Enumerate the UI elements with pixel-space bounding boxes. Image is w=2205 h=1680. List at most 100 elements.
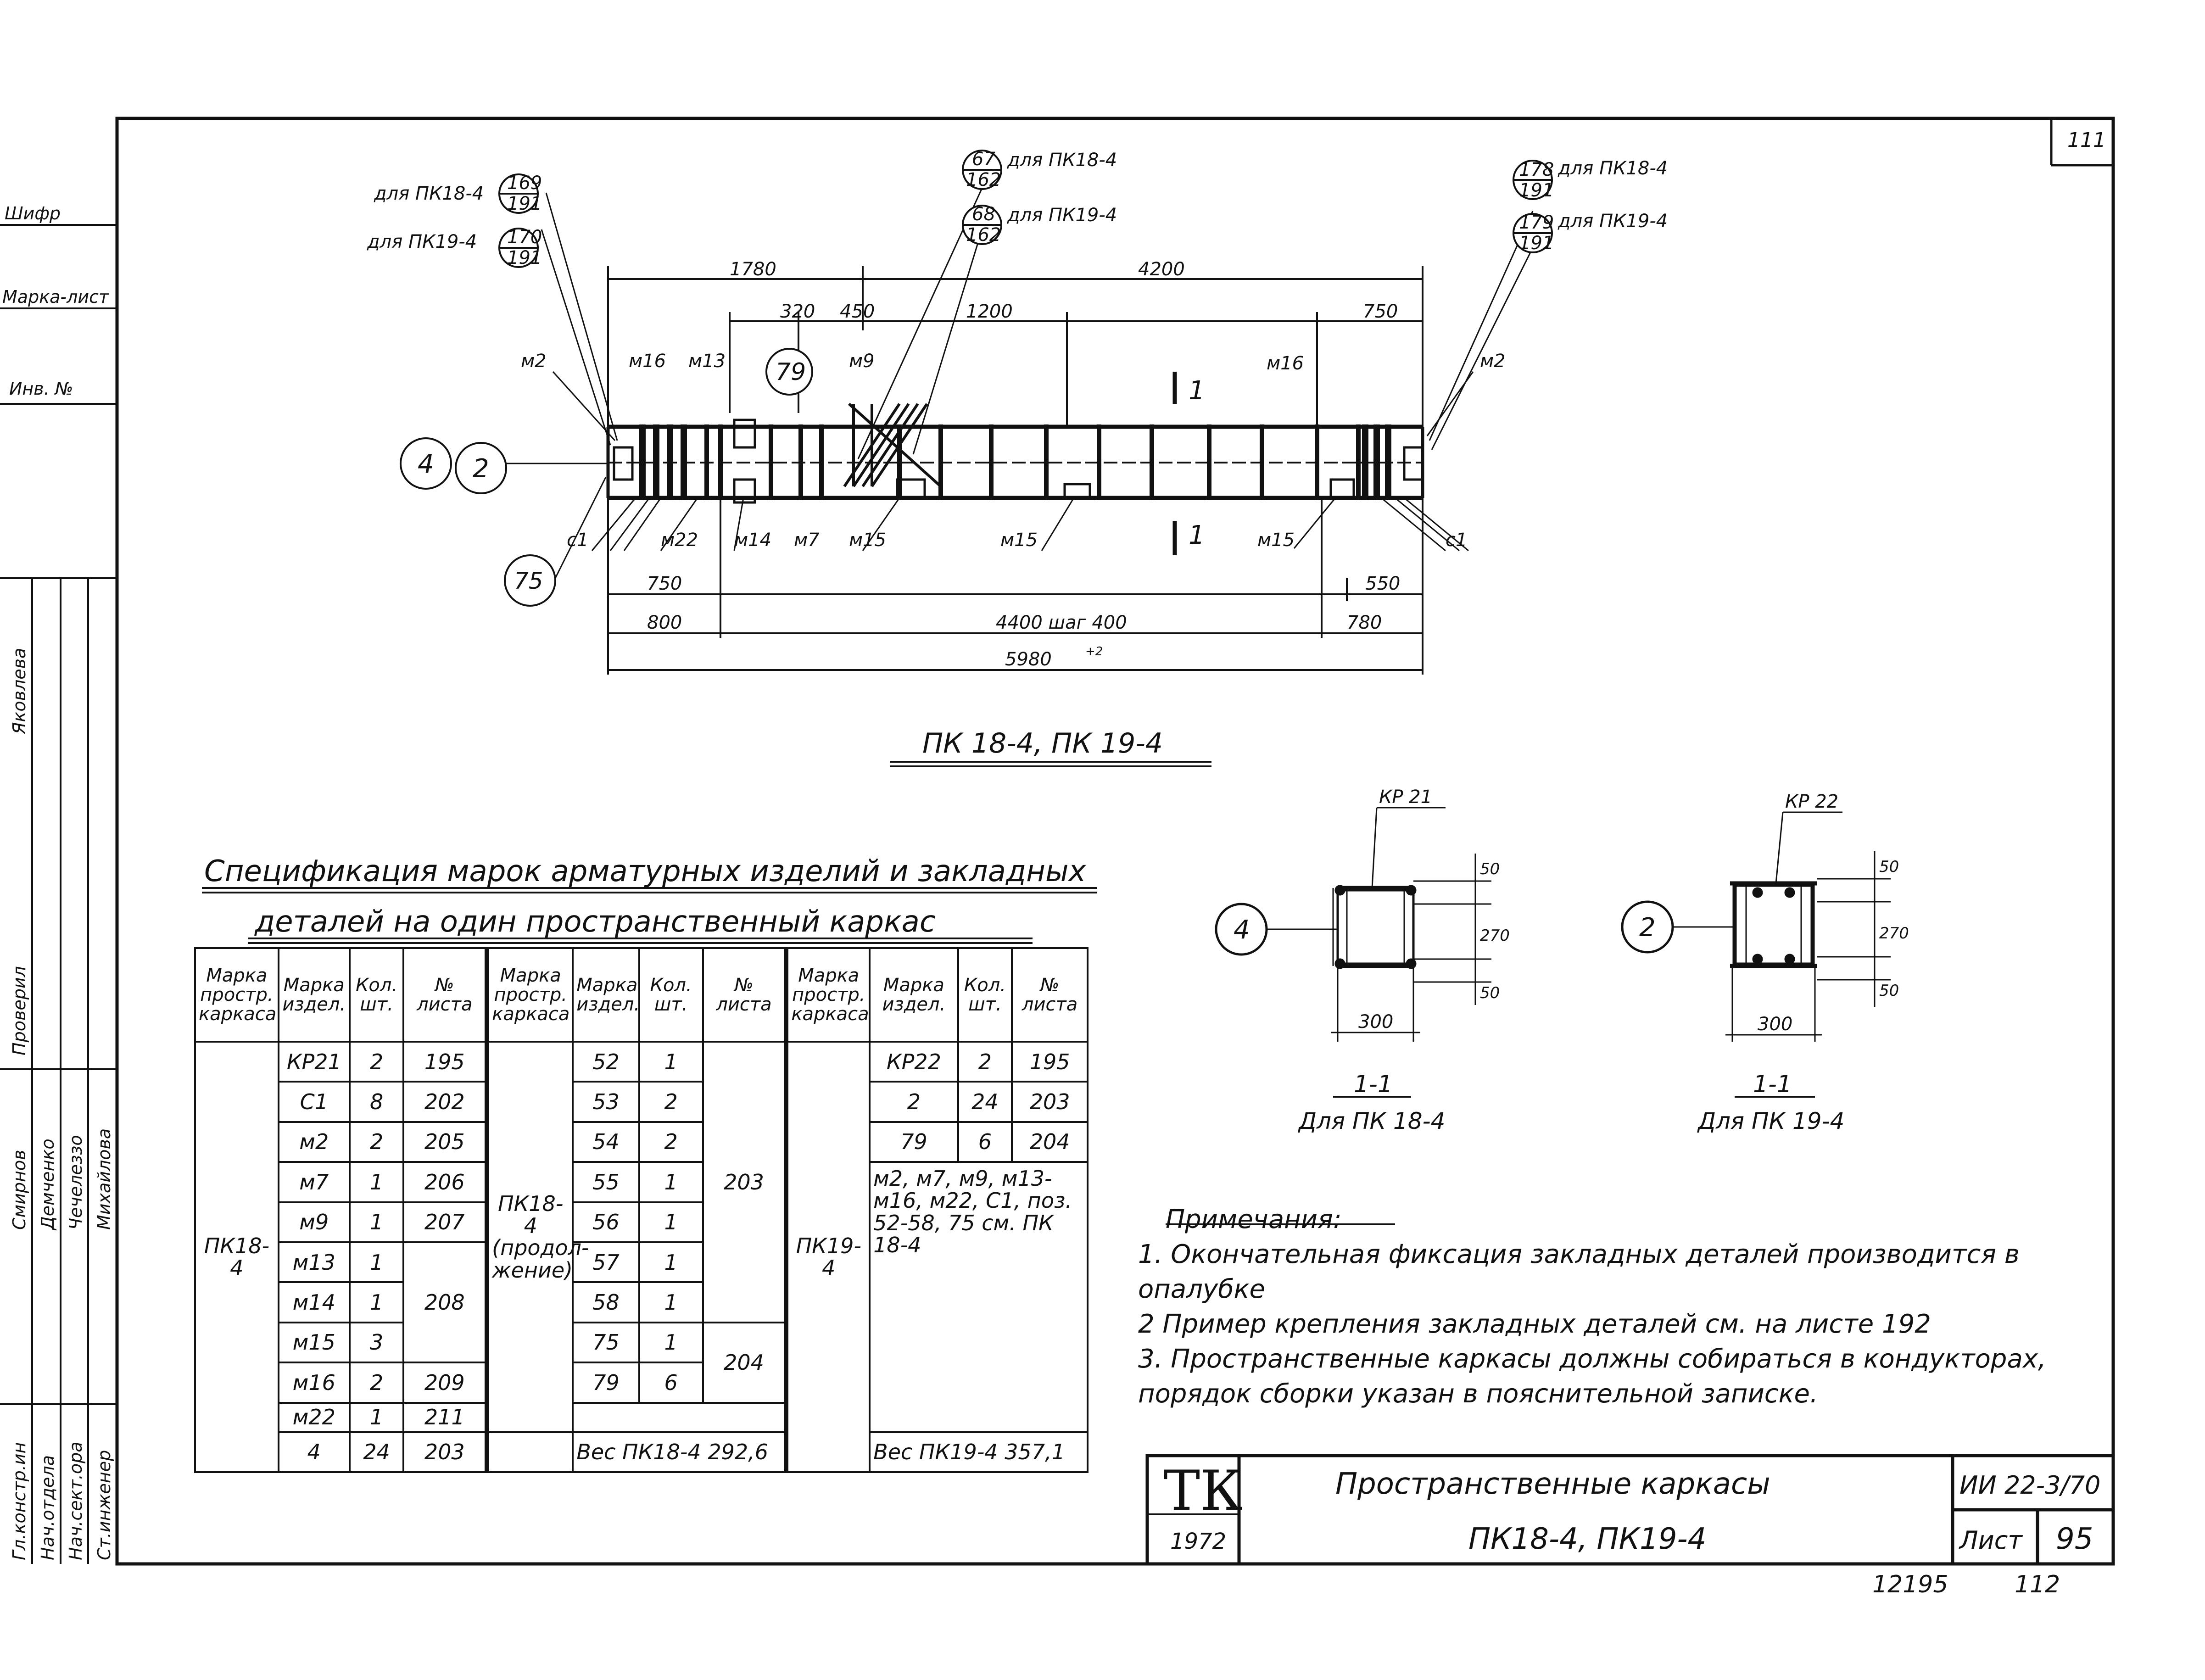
callout-circles [400, 150, 1553, 607]
margin-checked: Проверил [9, 966, 29, 1055]
margin-name-2: Демченко [38, 1139, 58, 1231]
g2-weight: Вес ПК18-4 292,6 [572, 1431, 787, 1473]
dim-550: 550 [1365, 573, 1400, 594]
table-row: м22 1 211 [195, 1401, 1088, 1433]
bubble-left-1-label: для ПК18-4 [374, 183, 484, 204]
header-frame-2: Марка простр. каркаса [485, 947, 574, 1043]
g1-r11-item: 4 [277, 1431, 351, 1473]
dim-1780: 1780 [730, 259, 776, 280]
section-2-dim-50-bottom: 50 [1879, 982, 1899, 1000]
section-1-mark: КР 21 [1379, 787, 1432, 808]
section-1-subcaption: Для ПК 18-4 [1298, 1108, 1445, 1134]
header-frame-3: Марка простр. каркаса [784, 947, 871, 1043]
margin-role-2: Нач.отдела [38, 1455, 58, 1560]
margin-role-4: Ст.инженер [94, 1450, 114, 1560]
section-1-caption: 1-1 [1354, 1071, 1393, 1098]
label-m22: м22 [661, 530, 698, 551]
table-row: м14 1 58 1 [195, 1281, 1088, 1323]
margin-name-1: Смирнов [9, 1150, 29, 1230]
g1-r11-sheet: 203 [402, 1431, 488, 1473]
tolerance: +2 [1085, 645, 1103, 659]
section-1-dim-50-bottom: 50 [1480, 984, 1500, 1002]
dim-4400: 4400 шаг 400 [996, 612, 1127, 633]
circle-4-text: 4 [418, 449, 434, 479]
left-margin-texts: Шифр Марка-лист Инв. № Гл.констр.ин Нач.… [2, 203, 114, 1560]
dim-800: 800 [647, 612, 682, 633]
g1-r4-sheet: 206 [402, 1161, 488, 1203]
margin-name-3: Чечелеззо [66, 1135, 86, 1230]
margin-cipher: Шифр [5, 203, 61, 223]
dim-1200: 1200 [966, 301, 1013, 322]
margin-yakovleva: Яковлева [9, 648, 29, 735]
spec-title-line1: Спецификация марок арматурных изделий и … [204, 854, 1087, 888]
g1-r2-qty: 8 [348, 1081, 405, 1123]
stamp-title-1: Пространственные каркасы [1335, 1467, 1770, 1501]
g2-r1-qty: 1 [638, 1040, 704, 1083]
g2-sheet-203: 203 [702, 1041, 787, 1323]
stamp-frame [1145, 1454, 2115, 1566]
g1-r10-qty: 1 [348, 1401, 405, 1433]
g1-r5-qty: 1 [348, 1201, 405, 1243]
g3-weight: Вес ПК19-4 357,1 [869, 1431, 1089, 1473]
label-c1-left: с1 [567, 530, 588, 551]
section-1-dim-300: 300 [1358, 1011, 1393, 1033]
bubble-right-1-top: 178 [1519, 159, 1554, 180]
label-m15-a: м15 [849, 530, 886, 551]
g2-r4-item: 55 [572, 1161, 640, 1203]
circle-79-text: 79 [776, 358, 806, 386]
margin-role-3: Нач.сект.ора [66, 1442, 86, 1561]
bubble-mid-2-label: для ПК19-4 [1007, 205, 1117, 226]
header-qty-2: Кол. шт. [638, 947, 704, 1043]
section-mark-top: 1 [1189, 376, 1205, 406]
g2-r3-qty: 2 [638, 1121, 704, 1163]
header-sheet-2: № листа [702, 947, 787, 1043]
bubble-left-2-bottom: 191 [507, 247, 542, 268]
header-sheet-3: № листа [1011, 947, 1089, 1043]
dim-750-top: 750 [1363, 301, 1398, 322]
stamp-sheet-no: 95 [2056, 1522, 2093, 1556]
g3-r2-item: 2 [869, 1081, 959, 1123]
table-row: ПК18-4 КР21 2 195 ПК18-4 (продол- жение)… [194, 1040, 1089, 1473]
bottom-note: 12195 [1872, 1571, 1948, 1598]
g3-r1-sheet: 195 [1011, 1040, 1089, 1083]
dim-780: 780 [1347, 612, 1382, 633]
bubble-mid-2-top: 68 [972, 204, 995, 225]
bubble-right-2-label: для ПК19-4 [1557, 211, 1668, 232]
g1-r10-item: м22 [277, 1401, 351, 1433]
label-m7: м7 [794, 530, 820, 551]
label-m2-left: м2 [521, 351, 547, 372]
page-number: 111 [2067, 128, 2106, 152]
section-1-dim-50-top: 50 [1480, 860, 1500, 878]
g3-r3-sheet: 204 [1011, 1121, 1089, 1163]
g1-r3-item: м2 [277, 1121, 351, 1163]
g1-r1-item: КР21 [277, 1040, 351, 1083]
g2-r2-qty: 2 [638, 1081, 704, 1123]
g1-r9-sheet: 209 [402, 1362, 488, 1404]
dim-4200: 4200 [1138, 259, 1185, 280]
bubble-mid-1-top: 67 [972, 149, 995, 170]
label-m15-b: м15 [1000, 530, 1038, 551]
g2-r9-qty: 6 [638, 1362, 704, 1404]
g1-r10-sheet: 211 [402, 1401, 488, 1433]
header-frame: Марка простр. каркаса [194, 947, 279, 1043]
notes: Примечания: 1. Окончательная фиксация за… [1138, 1202, 2111, 1412]
header-item-3: Марка издел. [869, 947, 959, 1043]
g3-r2-qty: 24 [957, 1081, 1013, 1123]
dim-5980: 5980 [1005, 649, 1052, 670]
header-sheet: № листа [402, 947, 488, 1043]
header-item: Марка издел. [277, 947, 351, 1043]
g2-r6-item: 57 [572, 1241, 640, 1284]
bubble-mid-1-bottom: 162 [966, 169, 1001, 190]
note-2: 2 Пример крепления закладных деталей см.… [1138, 1309, 1931, 1339]
section-mark-bottom: 1 [1189, 520, 1205, 550]
g2-r7-qty: 1 [638, 1281, 704, 1323]
margin-inv-no: Инв. № [9, 379, 73, 399]
dim-750-bottom: 750 [647, 573, 682, 594]
g1-r8-item: м15 [277, 1321, 351, 1364]
drawing-labels: для ПК18-4 169 191 для ПК19-4 170 191 67… [204, 128, 2106, 1598]
stamp-year: 1972 [1170, 1529, 1226, 1554]
g2-r7-item: 58 [572, 1281, 640, 1323]
g1-r6-sheet: 208 [402, 1241, 488, 1364]
leader-lines [496, 188, 1534, 579]
g2-r5-item: 56 [572, 1201, 640, 1243]
